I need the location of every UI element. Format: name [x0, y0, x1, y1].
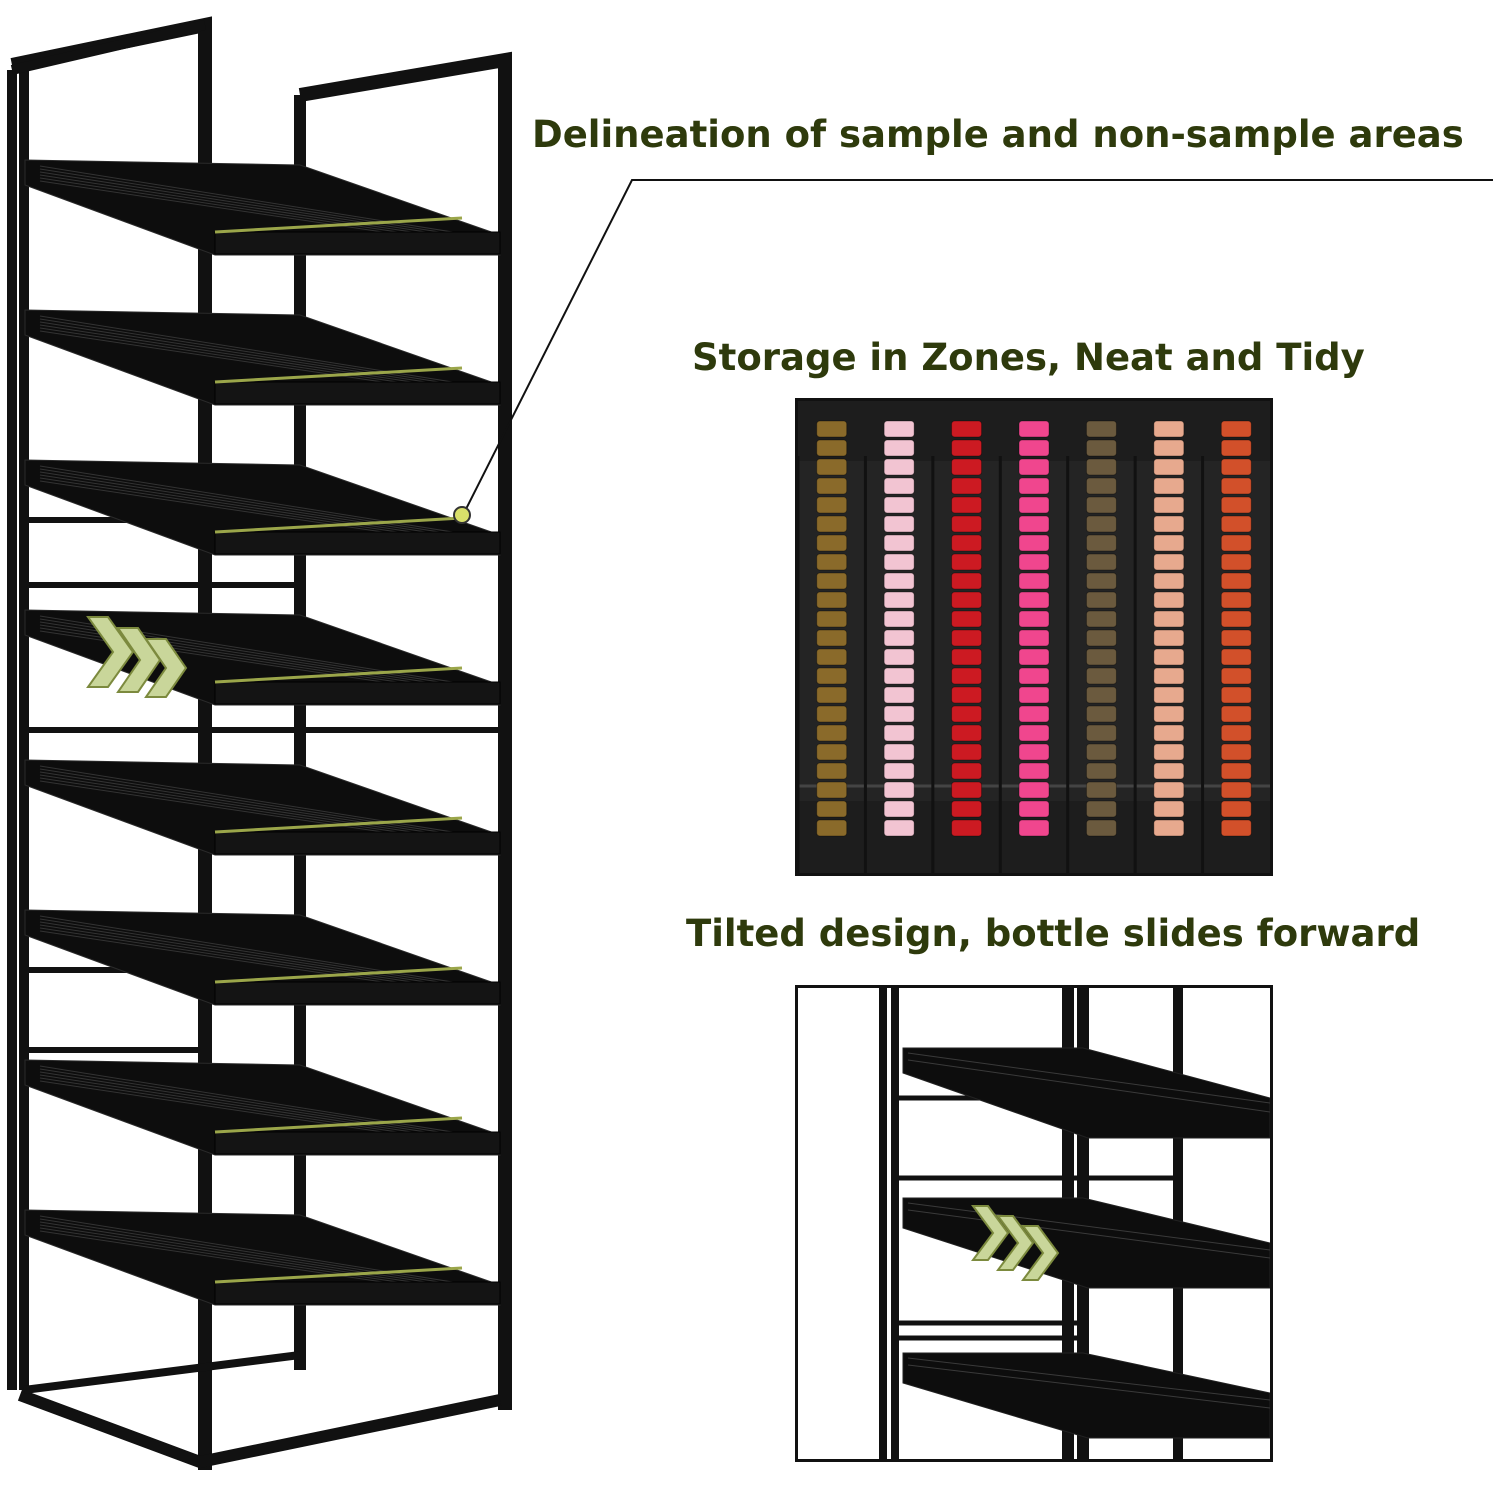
shelf-tier: [24, 1209, 501, 1306]
zones-photo-inset: [795, 398, 1273, 876]
shelf-tier: [24, 609, 501, 706]
tilted-shelf-inset: [795, 985, 1273, 1462]
shelf-tier: [24, 1059, 501, 1156]
tilted-shelf-photo: [879, 988, 1270, 1459]
caption-zones: Storage in Zones, Neat and Tidy: [692, 336, 1365, 379]
shelves: [24, 159, 501, 1306]
lane-bottles: [1201, 420, 1252, 873]
lane-bottles: [1133, 420, 1185, 873]
shelf-tier: [24, 759, 501, 856]
caption-tilted: Tilted design, bottle slides forward: [686, 912, 1421, 955]
callout-line: [453, 179, 1493, 524]
shelf-tier: [24, 159, 501, 256]
chevron-arrows-icon: [971, 1205, 1060, 1281]
lane-bottles: [863, 420, 915, 873]
shelf-tier: [24, 309, 501, 406]
shelf-tier: [24, 459, 501, 556]
shelf-tier: [24, 909, 501, 1006]
chevron-arrows-icon: [86, 616, 188, 698]
lane-bottles: [931, 420, 983, 873]
lane-bottles: [998, 420, 1050, 873]
zones-photo: [798, 401, 1270, 873]
lane-bottles: [1066, 420, 1117, 873]
rack-frame: [7, 16, 512, 1470]
caption-delineation: Delineation of sample and non-sample are…: [532, 113, 1464, 156]
lane-bottles: [798, 420, 848, 873]
